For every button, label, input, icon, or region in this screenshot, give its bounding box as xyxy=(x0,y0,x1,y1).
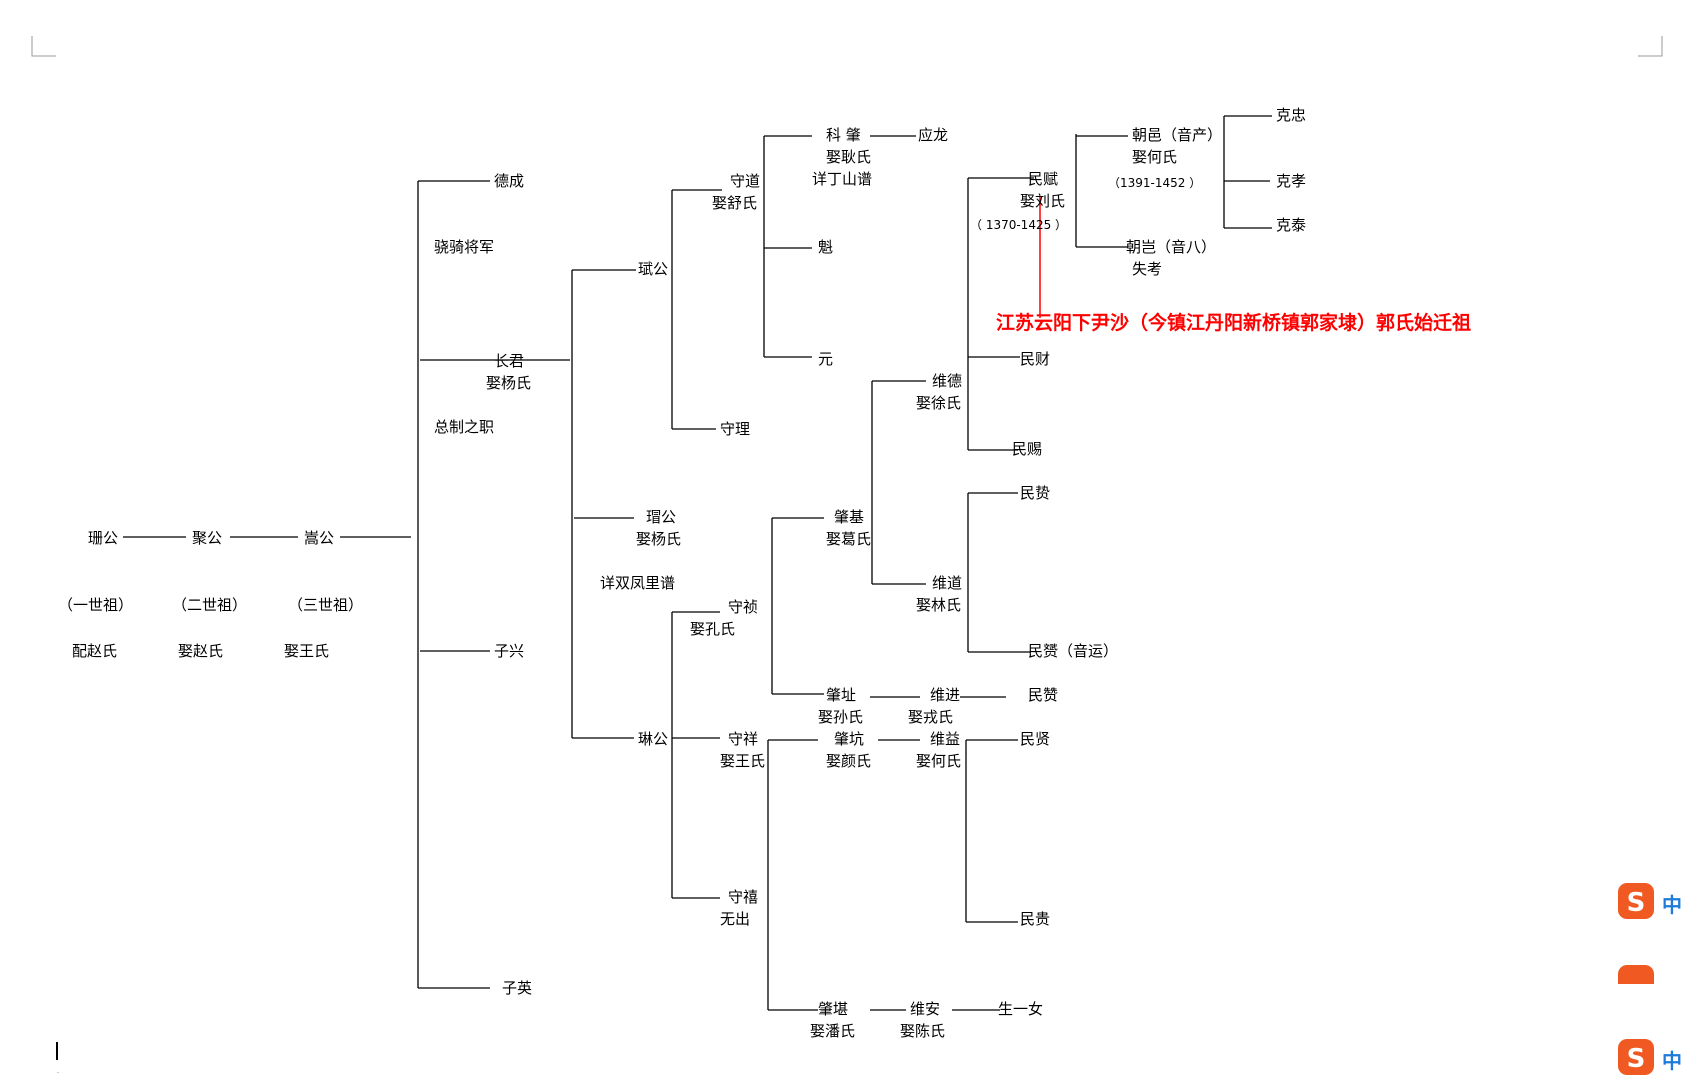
node-weiyi: 维益 xyxy=(930,730,961,748)
node-g3: 嵩公 xyxy=(304,529,335,547)
node-zixing: 子兴 xyxy=(494,642,525,660)
node-zhaoji: 肇基 xyxy=(834,508,865,526)
node-kezhao: 科 肇 xyxy=(826,126,861,144)
node-minxian: 民贤 xyxy=(1020,730,1051,748)
node-zhaozhi-spouse: 娶孙氏 xyxy=(818,708,864,726)
node-changjun: 长君 xyxy=(494,352,525,370)
node-chaoyi: 朝邑（音产） xyxy=(1132,126,1223,144)
node-minzan: 民赞 xyxy=(1028,686,1059,704)
node-decheng-title: 骁骑将军 xyxy=(434,238,495,256)
node-decheng: 德成 xyxy=(494,172,525,190)
node-shouxi: 守禧 xyxy=(728,888,759,906)
node-kui: 魁 xyxy=(818,238,834,256)
node-shouxi-note: 无出 xyxy=(720,910,751,928)
node-kexiao: 克孝 xyxy=(1276,172,1307,190)
node-g2-generation: （二世祖） xyxy=(172,596,248,614)
node-g2: 聚公 xyxy=(192,529,223,547)
node-minci: 民赐 xyxy=(1012,440,1043,458)
node-weiyi-spouse: 娶何氏 xyxy=(916,752,962,770)
node-zhaoji-spouse: 娶葛氏 xyxy=(826,530,872,548)
node-shouzhen-spouse: 娶孔氏 xyxy=(690,620,736,638)
node-yuan: 元 xyxy=(818,350,834,368)
node-ziying: 子英 xyxy=(502,979,533,997)
ime-mode-label: 中 xyxy=(1662,1049,1682,1073)
node-kezhong: 克忠 xyxy=(1276,106,1307,124)
page-corner-top-right xyxy=(1638,36,1663,57)
ime-toolbar-partial[interactable] xyxy=(1616,962,1686,984)
node-zhaozhi: 肇址 xyxy=(826,686,857,704)
node-weian: 维安 xyxy=(910,1000,941,1018)
node-g2-spouse: 娶赵氏 xyxy=(178,642,224,660)
node-minfu-years: （ 1370-1425 ） xyxy=(970,218,1068,232)
founder-annotation: 江苏云阳下尹沙（今镇江丹阳新桥镇郭家埭）郭氏始迁祖 xyxy=(996,312,1472,334)
node-changjun-title: 总制之职 xyxy=(434,418,495,436)
node-chaoyi-spouse: 娶何氏 xyxy=(1132,148,1178,166)
node-chaoqi: 朝岂（音八） xyxy=(1126,238,1217,256)
node-kezhao-spouse: 娶耿氏 xyxy=(826,148,872,166)
page-corner-top-left xyxy=(31,36,56,57)
sogou-ime-icon: S xyxy=(1618,1039,1654,1075)
node-g3-spouse: 娶王氏 xyxy=(284,642,330,660)
node-shouli: 守理 xyxy=(720,420,751,438)
node-minzhi: 民贽 xyxy=(1020,484,1051,502)
node-mao-gong: 瑁公 xyxy=(646,508,677,526)
node-shoudao: 守道 xyxy=(730,172,761,190)
node-weijin: 维进 xyxy=(930,686,961,704)
node-shouxiang: 守祥 xyxy=(728,730,759,748)
node-zhaokeng-spouse: 娶颜氏 xyxy=(826,752,872,770)
node-g1-spouse: 配赵氏 xyxy=(72,642,118,660)
node-chaoqi-note: 失考 xyxy=(1132,260,1163,278)
sogou-ime-icon: S xyxy=(1618,883,1654,919)
node-weide: 维德 xyxy=(932,372,963,390)
node-g1: 珊公 xyxy=(88,529,119,547)
node-zhaokan: 肇堪 xyxy=(818,1000,849,1018)
node-weian-spouse: 娶陈氏 xyxy=(900,1022,946,1040)
svg-text:S: S xyxy=(1627,1044,1646,1074)
node-shoudao-spouse: 娶舒氏 xyxy=(712,194,758,212)
node-mao-spouse: 娶杨氏 xyxy=(636,530,682,548)
ime-mode-label: 中 xyxy=(1662,893,1682,917)
node-yinglong: 应龙 xyxy=(918,126,949,144)
node-shengyinv: 生一女 xyxy=(998,1000,1044,1018)
node-shouxiang-spouse: 娶王氏 xyxy=(720,752,766,770)
node-mingui: 民贵 xyxy=(1020,910,1051,928)
node-lin-gong: 琳公 xyxy=(638,730,669,748)
node-wu-gong: 珷公 xyxy=(638,260,669,278)
node-shouzhen: 守祯 xyxy=(728,598,759,616)
node-weijin-spouse: 娶戎氏 xyxy=(908,708,954,726)
node-minfu: 民赋 xyxy=(1028,170,1059,188)
node-minzan-yinyun: 民赟（音运） xyxy=(1028,642,1119,660)
node-weidao: 维道 xyxy=(932,574,963,592)
node-zhaokan-spouse: 娶潘氏 xyxy=(810,1022,856,1040)
node-zhaokeng: 肇坑 xyxy=(834,730,865,748)
ime-toolbar[interactable]: S 中 xyxy=(1616,880,1686,924)
node-weide-spouse: 娶徐氏 xyxy=(916,394,962,412)
node-mincai: 民财 xyxy=(1020,350,1051,368)
ime-toolbar-bottom[interactable]: S 中 xyxy=(1616,1036,1686,1080)
node-ketai: 克泰 xyxy=(1276,216,1307,234)
node-chaoyi-years: （1391-1452 ） xyxy=(1108,176,1202,190)
text-cursor xyxy=(56,1042,58,1060)
sogou-ime-icon xyxy=(1618,965,1654,984)
node-changjun-spouse: 娶杨氏 xyxy=(486,374,532,392)
node-g3-generation: （三世祖） xyxy=(288,596,364,614)
node-minfu-spouse: 娶刘氏 xyxy=(1020,192,1066,210)
svg-text:S: S xyxy=(1627,888,1646,918)
node-mao-note: 详双凤里谱 xyxy=(600,574,676,592)
node-kezhao-note: 详丁山谱 xyxy=(812,170,873,188)
node-g1-generation: （一世祖） xyxy=(58,596,134,614)
node-weidao-spouse: 娶林氏 xyxy=(916,596,962,614)
